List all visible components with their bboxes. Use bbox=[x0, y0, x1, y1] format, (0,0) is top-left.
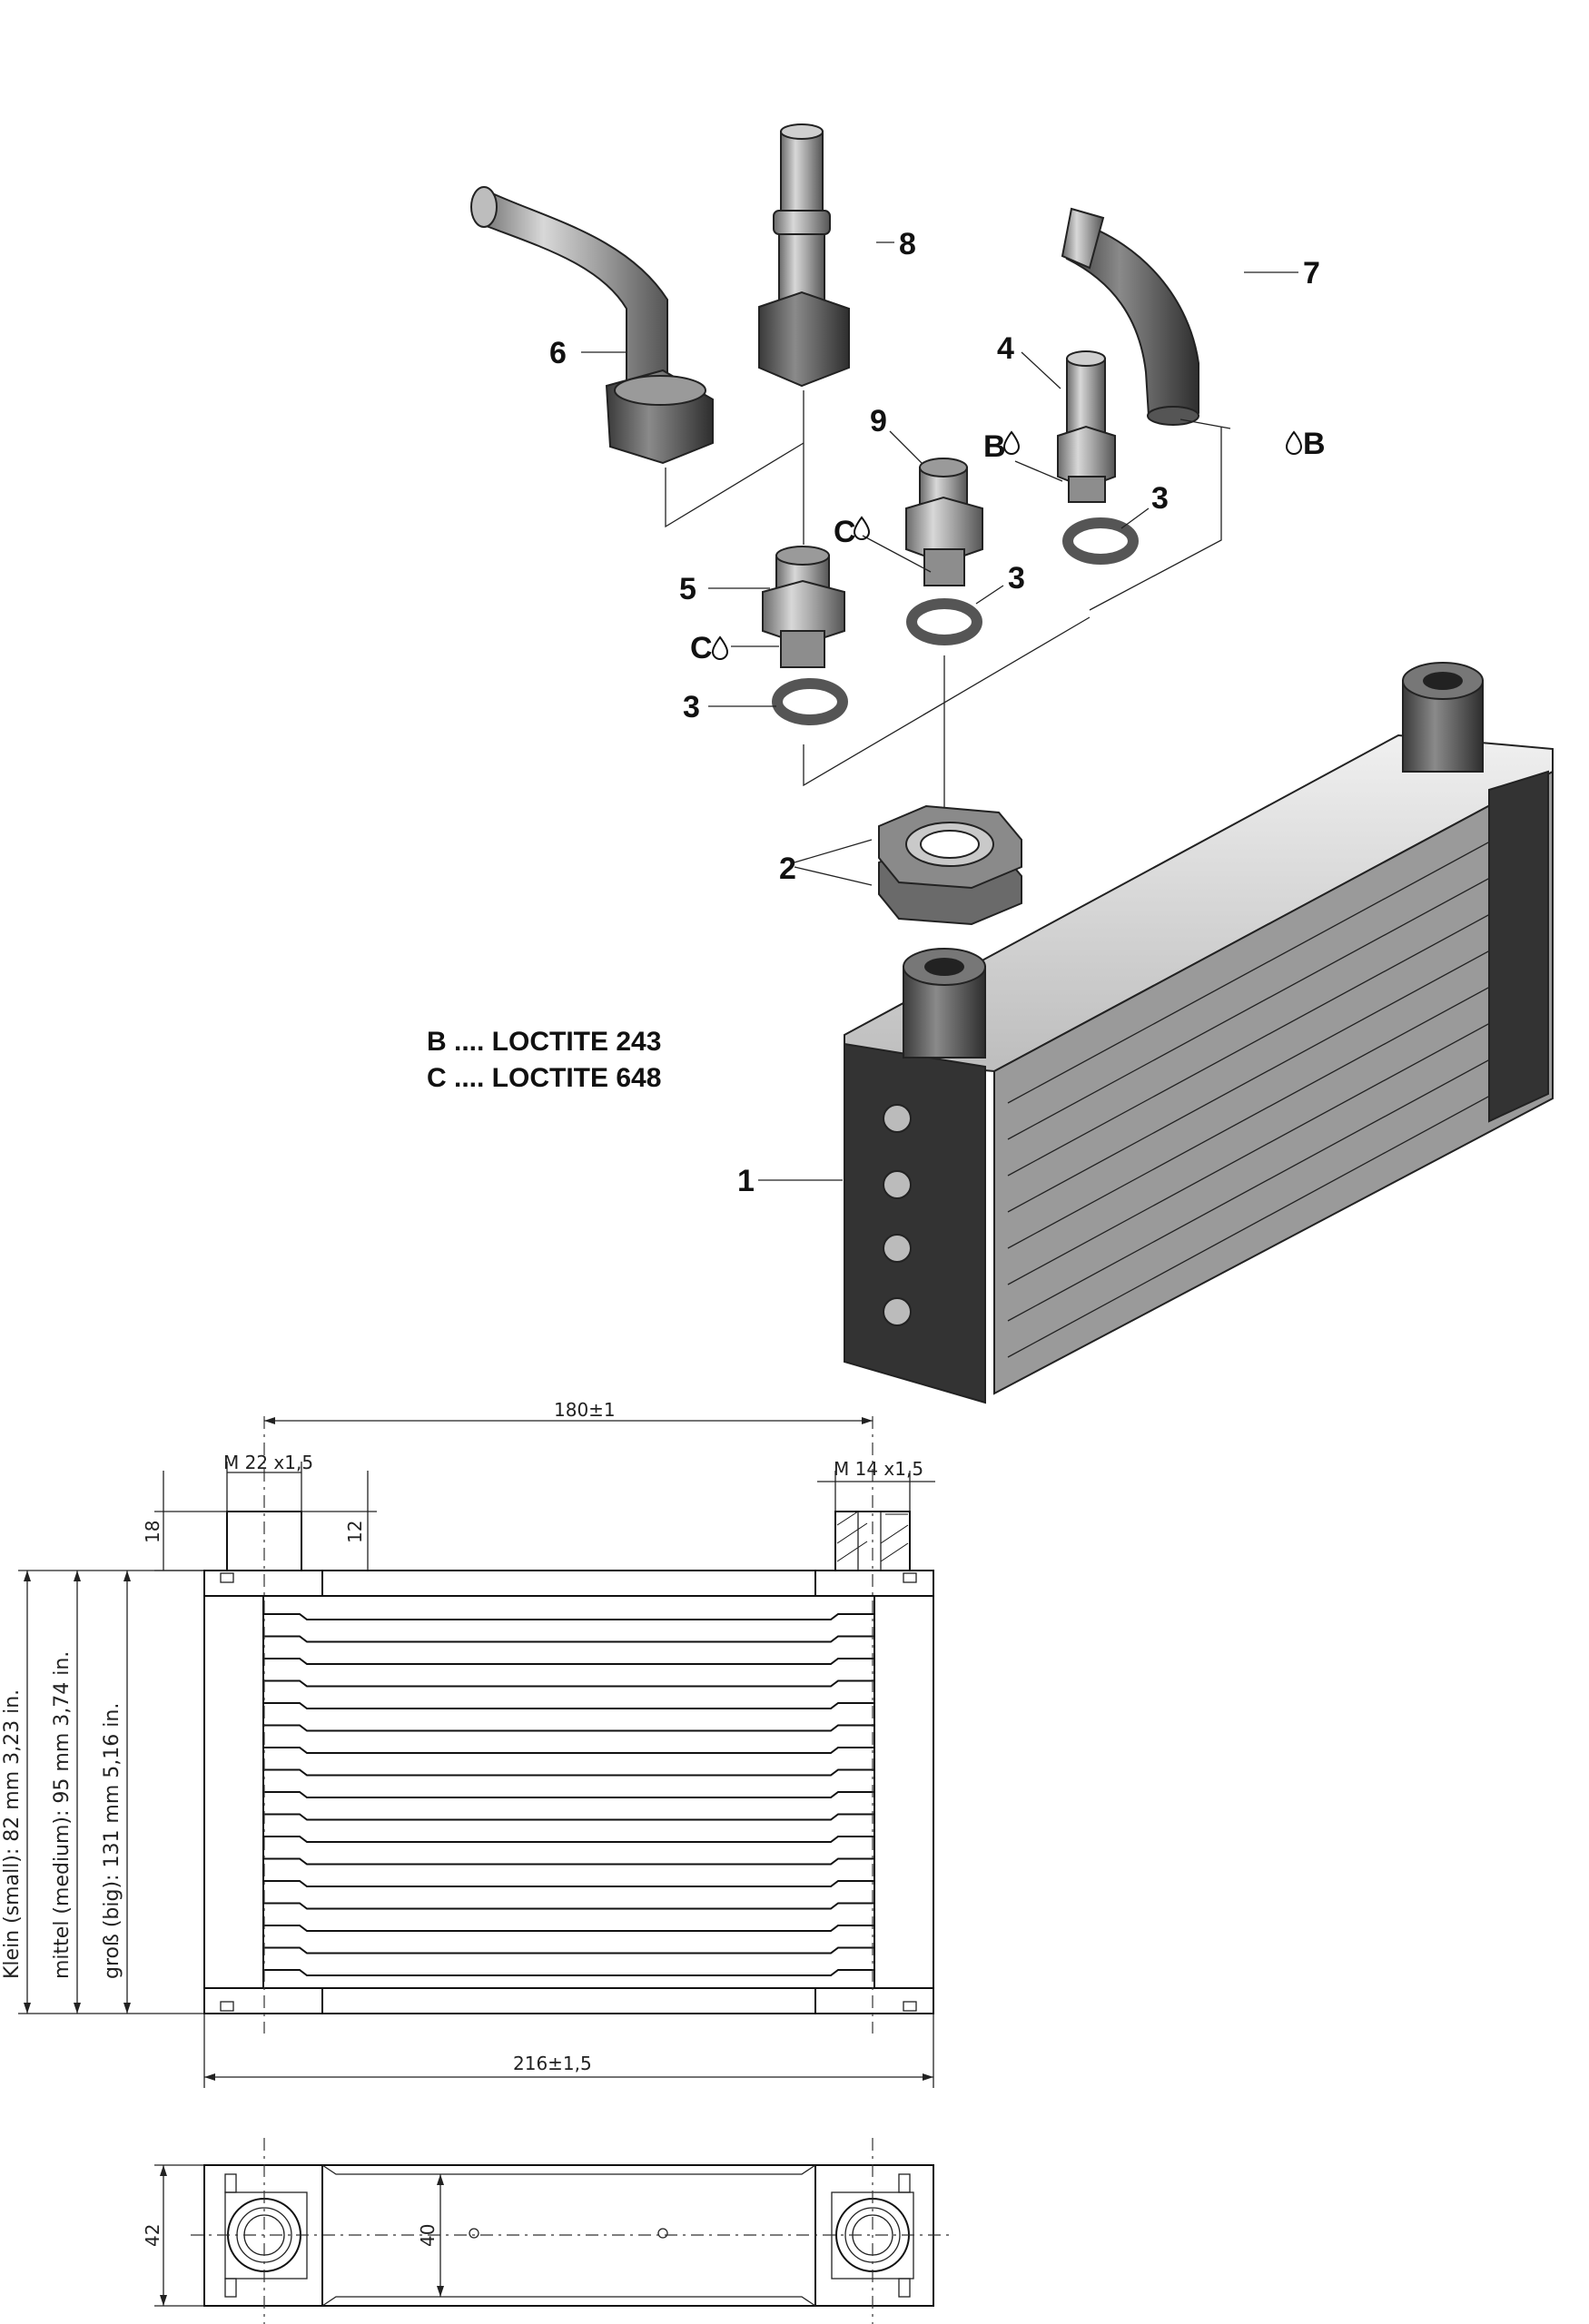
legend-loctite-c: C .... LOCTITE 648 bbox=[427, 1063, 661, 1093]
part-3-ring-b bbox=[906, 598, 982, 645]
glue-label-b-part4: B bbox=[983, 429, 1006, 464]
fin-line bbox=[263, 1747, 874, 1754]
glue-label-c-part9: C bbox=[834, 515, 856, 549]
callout-4: 4 bbox=[997, 331, 1014, 366]
dim-thread-right: M 14 x1,5 bbox=[834, 1458, 923, 1480]
callout-2: 2 bbox=[779, 852, 796, 886]
fin-line bbox=[263, 1768, 874, 1777]
part-4-nozzle bbox=[1057, 350, 1116, 503]
glue-label-c-part5: C bbox=[690, 631, 713, 665]
fin-line bbox=[263, 1724, 874, 1732]
callout-1: 1 bbox=[737, 1164, 755, 1198]
drop-icon bbox=[1002, 430, 1021, 455]
callout-3a: 3 bbox=[1151, 481, 1169, 516]
callout-6: 6 bbox=[549, 336, 567, 370]
dim-port-spacing: 180±1 bbox=[554, 1399, 616, 1421]
drop-icon bbox=[853, 516, 871, 540]
callout-7: 7 bbox=[1303, 256, 1320, 290]
dim-port-height: 18 bbox=[142, 1521, 163, 1543]
part-1-oil-cooler bbox=[844, 662, 1554, 1404]
dim-thread-left: M 22 x1,5 bbox=[223, 1452, 313, 1473]
fin-line bbox=[263, 1702, 874, 1709]
callout-3b: 3 bbox=[1008, 561, 1025, 596]
fin-line bbox=[263, 1635, 874, 1643]
cooler-fins bbox=[263, 1613, 874, 1976]
part-5-adapter bbox=[762, 546, 845, 668]
fin-line bbox=[263, 1925, 874, 1932]
fin-line bbox=[263, 1613, 874, 1620]
exploded-view: 8 6 7 4 9 3 3 5 3 2 1 B B C C B .... LOC… bbox=[427, 123, 1554, 1404]
fin-line bbox=[263, 1969, 874, 1976]
fin-line bbox=[263, 1813, 874, 1821]
part-2-nuts bbox=[878, 804, 1022, 926]
part-7-bent-nozzle bbox=[1061, 207, 1199, 426]
front-view-drawing: 180±1 M 22 x1,5 M 14 x1,5 18 12 Klein (s… bbox=[1, 1399, 935, 2088]
fin-line bbox=[263, 1946, 874, 1955]
dim-overall-length: 216±1,5 bbox=[513, 2053, 592, 2074]
fin-line bbox=[263, 1880, 874, 1887]
callout-8: 8 bbox=[899, 227, 916, 261]
size-small: Klein (small): 82 mm 3,23 in. bbox=[1, 1689, 24, 1979]
part-3-ring-c bbox=[772, 678, 848, 725]
callout-3c: 3 bbox=[683, 690, 700, 724]
part-8-straight-nozzle bbox=[758, 123, 850, 388]
part-6-elbow-nozzle bbox=[470, 186, 714, 465]
leader-lines bbox=[581, 241, 1298, 1181]
assembly-lines bbox=[665, 390, 1222, 808]
size-big: groß (big): 131 mm 5,16 in. bbox=[101, 1703, 123, 1979]
dim-thread-depth: 12 bbox=[344, 1521, 366, 1543]
fin-line bbox=[263, 1857, 874, 1866]
glue-drop-icons bbox=[711, 430, 1303, 660]
fin-line bbox=[263, 1836, 874, 1843]
glue-label-b-part7: B bbox=[1303, 427, 1326, 461]
drop-icon bbox=[1285, 430, 1303, 455]
callout-9: 9 bbox=[870, 404, 887, 438]
part-9-adapter bbox=[905, 458, 983, 586]
fin-line bbox=[263, 1791, 874, 1798]
fin-line bbox=[263, 1902, 874, 1910]
callout-5: 5 bbox=[679, 572, 696, 606]
drop-icon bbox=[711, 635, 729, 660]
part-3-ring-a bbox=[1062, 517, 1139, 565]
size-medium: mittel (medium): 95 mm 3,74 in. bbox=[51, 1651, 74, 1979]
dim-depth-inner: 40 bbox=[417, 2224, 439, 2247]
top-view-drawing: 42 40 bbox=[142, 2138, 949, 2324]
dim-depth-outer: 42 bbox=[142, 2224, 163, 2247]
fin-line bbox=[263, 1658, 874, 1665]
fin-line bbox=[263, 1679, 874, 1688]
legend-loctite-b: B .... LOCTITE 243 bbox=[427, 1027, 661, 1057]
